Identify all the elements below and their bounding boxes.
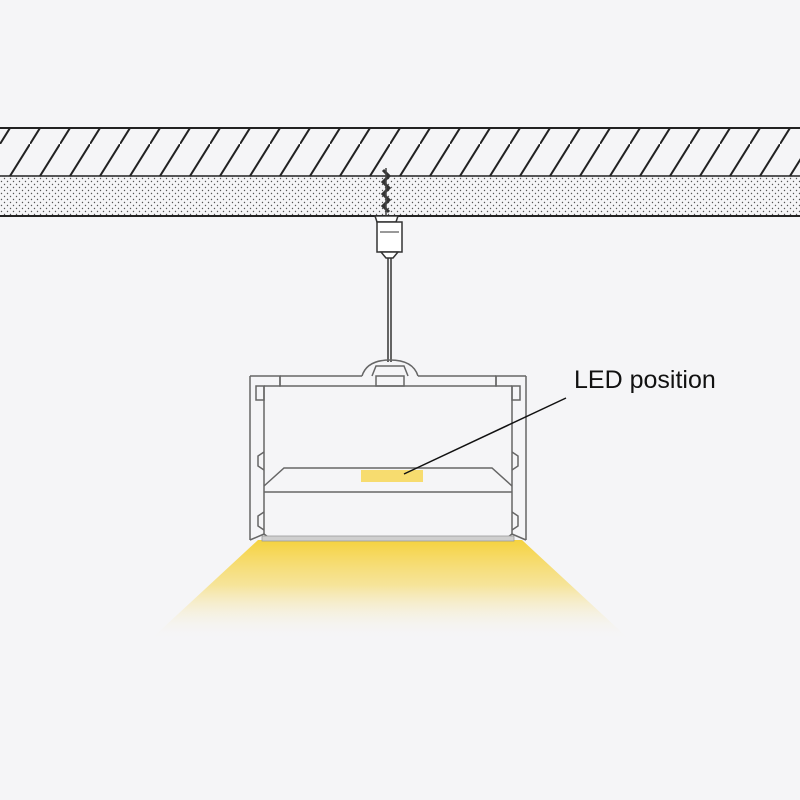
light-beam bbox=[150, 540, 630, 640]
diffuser bbox=[261, 535, 515, 542]
ceiling-canopy bbox=[373, 215, 403, 259]
suspension-wire bbox=[387, 258, 392, 362]
callout-leader-line bbox=[403, 397, 567, 475]
led-strip bbox=[361, 470, 423, 482]
led-position-label: LED position bbox=[574, 366, 716, 394]
aluminium-profile bbox=[249, 359, 527, 541]
ceiling-slab bbox=[0, 127, 800, 177]
ceiling-anchor-screw bbox=[380, 168, 392, 216]
ceiling-plaster-layer bbox=[0, 176, 800, 217]
